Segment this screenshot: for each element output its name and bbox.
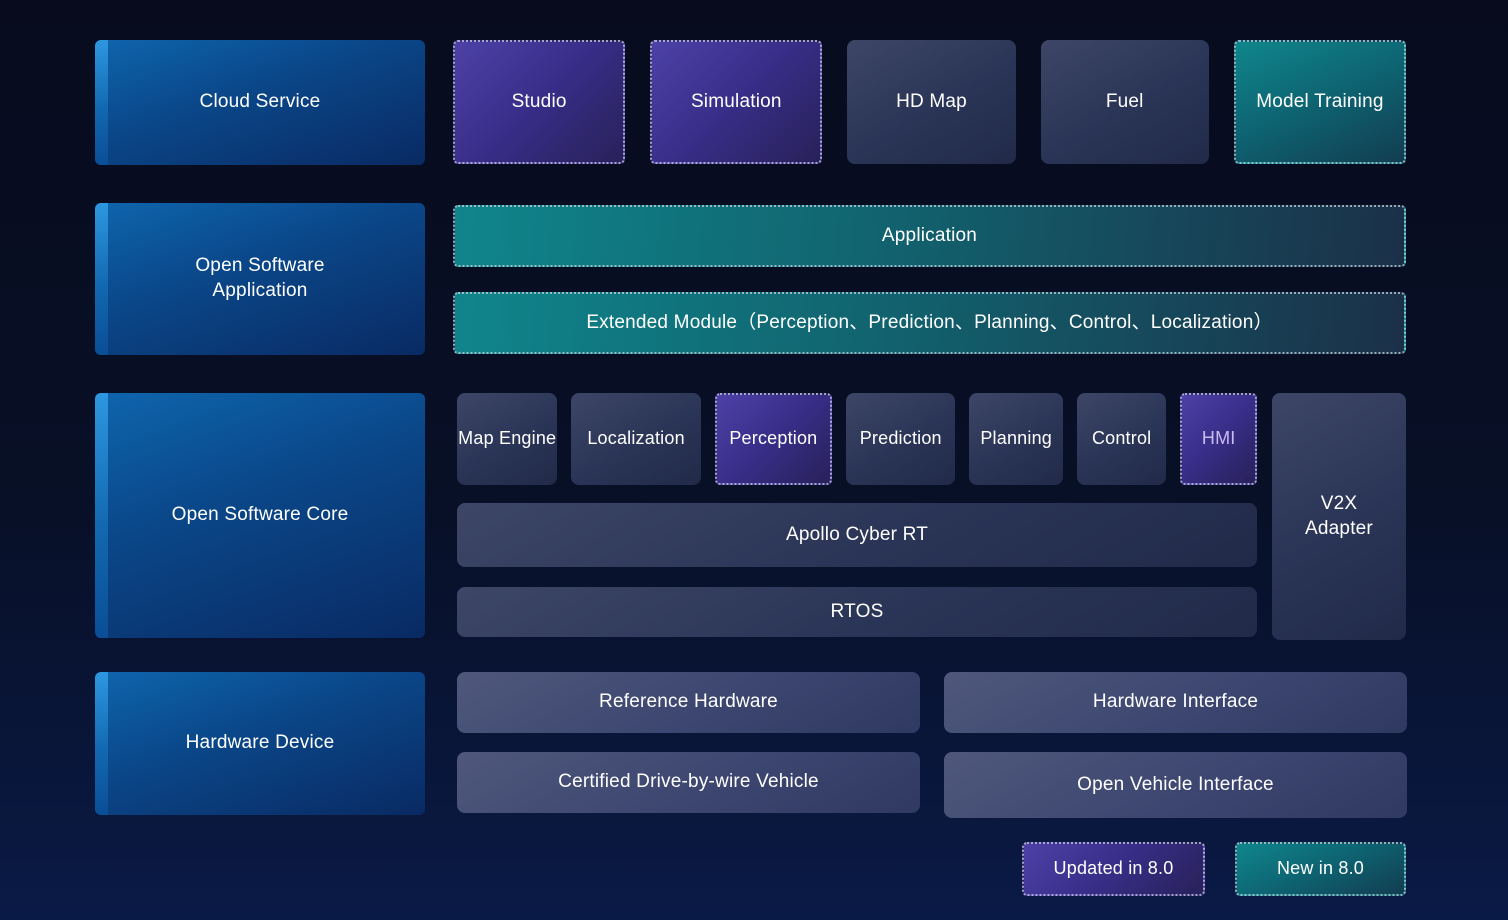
block-control: Control: [1076, 393, 1167, 485]
block-hd-map: HD Map: [847, 40, 1016, 164]
category-open-software-application: Open Software Application: [95, 203, 425, 355]
block-application: Application: [453, 205, 1406, 267]
block-open-vehicle-interface: Open Vehicle Interface: [944, 752, 1407, 818]
block-studio: Studio: [453, 40, 626, 164]
legend-updated-in-8-0: Updated in 8.0: [1022, 842, 1205, 896]
block-simulation: Simulation: [650, 40, 823, 164]
block-localization: Localization: [571, 393, 701, 485]
block-extended-module: Extended Module（Perception、Prediction、Pl…: [453, 292, 1406, 354]
block-apollo-cyber-rt: Apollo Cyber RT: [457, 503, 1257, 567]
category-hardware-device: Hardware Device: [95, 672, 425, 815]
core-module-row: Map Engine Localization Perception Predi…: [457, 393, 1257, 485]
block-map-engine: Map Engine: [457, 393, 558, 485]
category-open-software-core: Open Software Core: [95, 393, 425, 638]
legend-new-in-8-0: New in 8.0: [1235, 842, 1406, 896]
block-planning: Planning: [969, 393, 1063, 485]
block-hardware-interface: Hardware Interface: [944, 672, 1407, 733]
block-certified-drive-by-wire-vehicle: Certified Drive-by-wire Vehicle: [457, 752, 920, 813]
block-model-training: Model Training: [1233, 40, 1407, 164]
block-perception: Perception: [714, 393, 833, 485]
category-label: Open Software Core: [171, 504, 349, 526]
block-reference-hardware: Reference Hardware: [457, 672, 920, 733]
category-label: Open Software Application: [195, 255, 325, 301]
block-fuel: Fuel: [1040, 40, 1209, 164]
block-rtos: RTOS: [457, 587, 1257, 637]
cloud-service-row: Studio Simulation HD Map Fuel Model Trai…: [453, 40, 1407, 164]
category-cloud-service: Cloud Service: [95, 40, 425, 165]
block-hmi: HMI: [1180, 393, 1257, 485]
category-label: Hardware Device: [185, 732, 335, 754]
block-prediction: Prediction: [846, 393, 956, 485]
category-label: Cloud Service: [199, 91, 321, 113]
block-v2x-adapter: V2X Adapter: [1272, 393, 1406, 640]
